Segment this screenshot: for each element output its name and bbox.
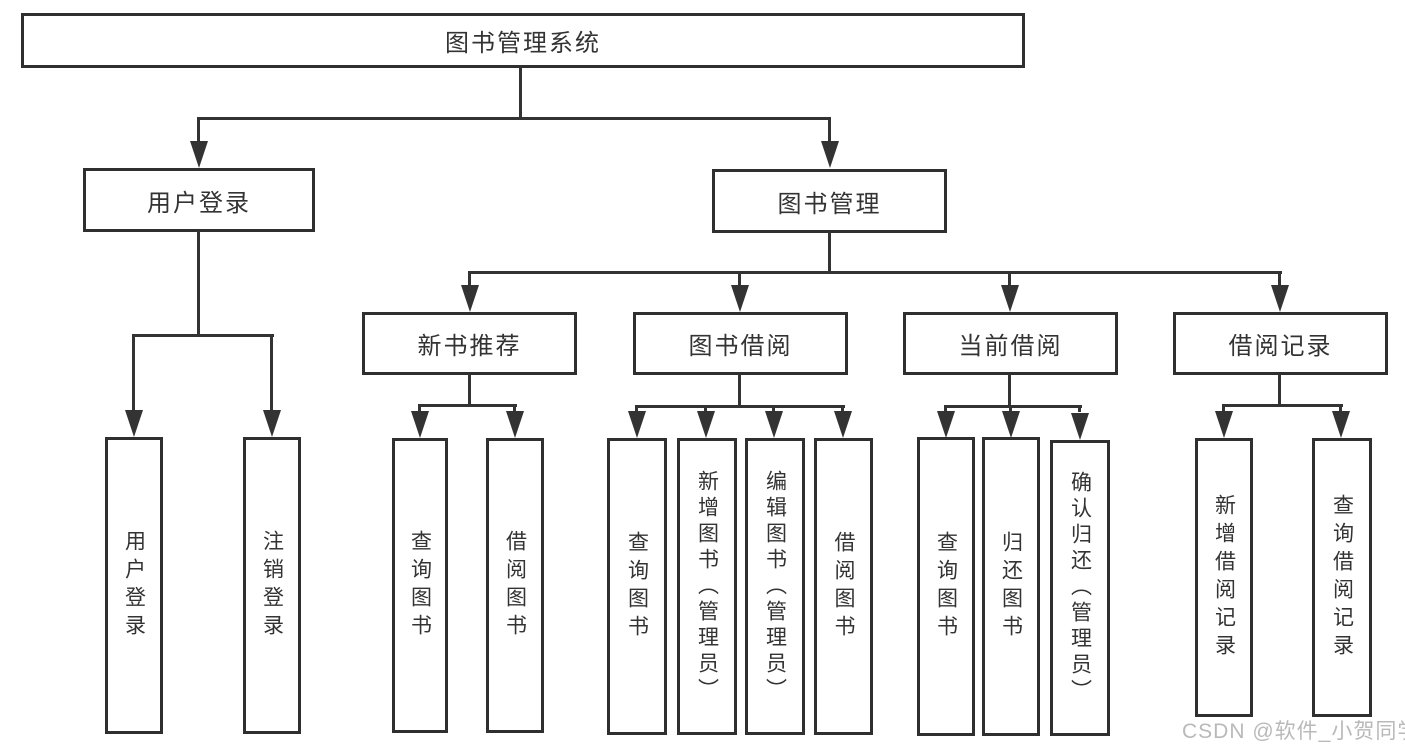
arrow-down-icon [697,411,715,438]
connector-borrow-records-hbar [1223,404,1343,407]
connector-stem-current-borrow [1008,271,1011,285]
arrow-down-icon [263,410,281,437]
leaf-query-books: 查询图书 [607,438,667,735]
arrow-down-icon [461,285,479,312]
connector-stem [635,405,638,412]
connector-stem [841,405,844,412]
arrow-down-icon [765,411,783,438]
leaf-return-books: 归还图书 [982,437,1040,736]
arrow-down-icon [1071,413,1089,440]
connector-stem [1009,405,1012,412]
leaf-borrow-books: 借阅图书 [486,438,544,733]
connector-stem [418,404,421,412]
connector-level3-hbar [469,271,1282,274]
node-user-login-label: 用户登录 [147,189,251,217]
node-root: 图书管理系统 [21,13,1025,68]
arrow-down-icon [411,411,429,438]
connector-stem [772,405,775,412]
connector-stem-leaf-login [132,334,135,410]
connector-current-borrow-hbar [945,405,1082,408]
arrow-down-icon [834,411,852,438]
connector-stem-book-mgmt [828,117,831,142]
connector-user-login-hbar [133,334,274,337]
leaf-query-books: 查询图书 [392,438,448,733]
arrow-down-icon [1002,411,1020,438]
node-new-books: 新书推荐 [362,312,577,375]
arrow-down-icon [1001,285,1019,312]
connector-borrow-records-drop [1278,374,1281,407]
leaf-confirm-return-admin: 确认归还（管理员） [1050,440,1110,736]
node-current-borrow-label: 当前借阅 [958,333,1063,360]
connector-stem [944,405,947,412]
arrow-down-icon [628,411,646,438]
node-book-mgmt-label: 图书管理 [777,190,882,218]
connector-root-drop [519,67,522,118]
connector-stem-leaf-logout [270,334,273,410]
connector-level2-hbar [198,117,831,120]
node-borrow-records-label: 借阅记录 [1228,333,1333,360]
connector-book-borrow-drop [738,374,741,407]
csdn-watermark: CSDN @软件_小贺同学 [1182,720,1405,743]
connector-stem-new-books [468,271,471,285]
connector-stem-book-borrow [738,271,741,285]
node-root-label: 图书管理系统 [445,30,601,57]
connector-current-borrow-drop [1008,374,1011,408]
connector-stem [1078,405,1081,412]
leaf-query-books: 查询图书 [917,437,975,736]
connector-book-mgmt-drop [828,232,831,273]
arrow-down-icon [821,141,839,168]
leaf-query-borrow-record: 查询借阅记录 [1312,438,1372,717]
connector-new-books-drop [468,374,471,407]
connector-stem [513,404,516,412]
connector-stem [1339,404,1342,412]
node-book-mgmt: 图书管理 [712,169,947,233]
node-book-borrow-label: 图书借阅 [688,333,793,360]
arrow-down-icon [190,141,208,168]
connector-book-borrow-hbar [636,405,845,408]
arrow-down-icon [125,410,143,437]
arrow-down-icon [1271,285,1289,312]
connector-new-books-hbar [419,404,517,407]
node-book-borrow: 图书借阅 [633,312,848,375]
arrow-down-icon [937,411,955,438]
node-current-borrow: 当前借阅 [903,312,1118,375]
leaf-user-login: 用户登录 [105,437,163,734]
connector-stem-borrow-records [1278,271,1281,285]
node-new-books-label: 新书推荐 [417,333,522,360]
leaf-add-books-admin: 新增图书（管理员） [677,438,737,735]
leaf-borrow-books: 借阅图书 [814,438,873,735]
leaf-edit-books-admin: 编辑图书（管理员） [745,438,805,735]
arrow-down-icon [506,411,524,438]
arrow-down-icon [731,285,749,312]
connector-stem-user-login [197,117,200,142]
arrow-down-icon [1332,411,1350,438]
connector-user-login-drop [197,231,200,336]
leaf-add-borrow-record: 新增借阅记录 [1195,438,1253,717]
arrow-down-icon [1215,411,1233,438]
node-user-login: 用户登录 [83,168,315,232]
connector-stem [704,405,707,412]
leaf-logout: 注销登录 [243,437,301,734]
node-borrow-records: 借阅记录 [1173,312,1388,375]
connector-stem [1222,404,1225,412]
